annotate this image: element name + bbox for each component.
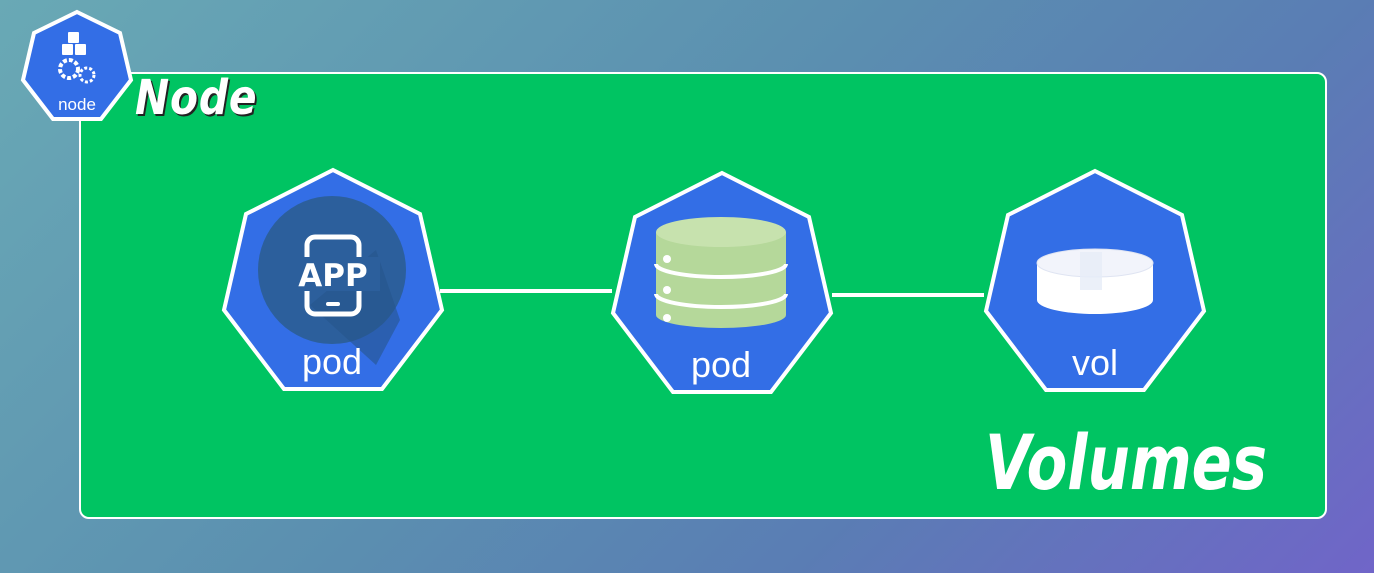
pod-db-label: pod bbox=[691, 344, 751, 385]
database-icon bbox=[654, 217, 788, 328]
pod-app-label: pod bbox=[302, 341, 362, 382]
disk-icon bbox=[1036, 248, 1154, 314]
pod-app: APP pod bbox=[221, 167, 445, 391]
volumes-caption: Volumes bbox=[985, 418, 1268, 507]
app-phone-icon: APP bbox=[258, 196, 406, 365]
node-title: Node bbox=[135, 70, 258, 126]
volume: vol bbox=[983, 168, 1207, 392]
node-badge-label: node bbox=[58, 95, 96, 114]
node-badge: node bbox=[20, 9, 134, 121]
app-icon-text: APP bbox=[298, 258, 367, 294]
node-cubes-gear-icon: node bbox=[58, 32, 96, 114]
pod-database: pod bbox=[610, 170, 834, 394]
vol-label: vol bbox=[1072, 342, 1118, 383]
